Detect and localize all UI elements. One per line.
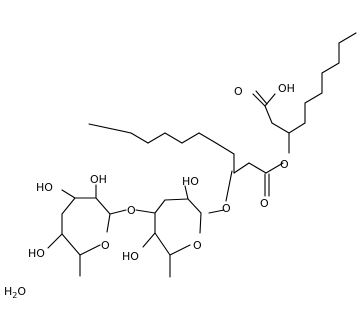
atom-label-carboxyl-o: O [234,85,243,98]
water-subscript: 2 [12,291,17,300]
atom-label-ester-carbonyl-o: O [260,197,269,210]
water-o: O [17,285,26,298]
atom-label-glycosidic-o: O [127,204,136,217]
atom-labels: OH O O O O HO O HO O OH HO HO O [28,82,295,263]
atom-label-ring2-oh-top: OH [90,173,107,186]
atom-label-ring2-oh-bottom: HO [28,247,45,260]
atom-label-carboxyl-oh: OH [278,82,295,95]
water-h: H [4,285,12,298]
atom-label-ester-bridge-o: O [280,158,289,171]
atom-label-ring1-oh-bottom: HO [122,250,139,263]
atom-label-ring2-ring-o: O [101,239,110,252]
atom-label-ether-o: O [222,202,231,215]
water-formula: H2O [4,285,26,300]
bond-lines [47,32,357,278]
atom-label-ring1-oh-top: HO [182,175,199,188]
atom-label-ring1-ring-o: O [193,239,202,252]
atom-label-ring2-oh-left: HO [36,181,53,194]
